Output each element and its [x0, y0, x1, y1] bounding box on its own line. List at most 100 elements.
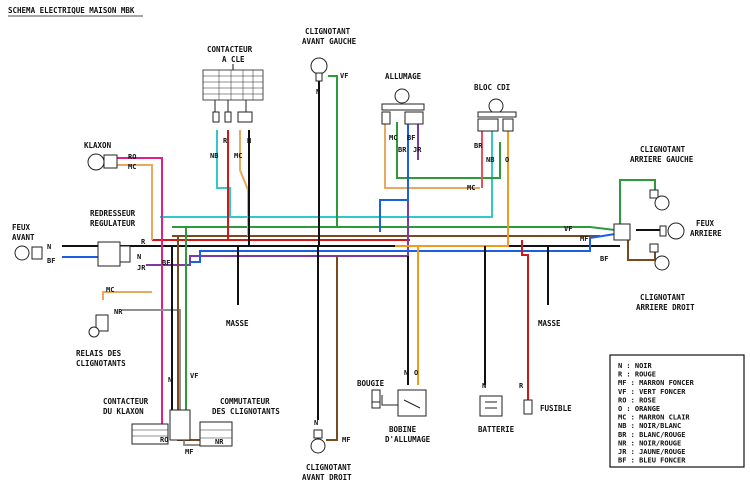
- svg-text:REDRESSEUR: REDRESSEUR: [90, 209, 136, 218]
- legend-item: JR : JAUNE/ROUGE: [618, 448, 685, 456]
- legend-item: MF : MARRON FONCER: [618, 379, 695, 387]
- feux-avant: FEUX AVANT N BF: [12, 223, 55, 265]
- svg-text:BF: BF: [47, 257, 55, 265]
- svg-text:NB: NB: [210, 152, 218, 160]
- svg-text:FEUX: FEUX: [696, 219, 715, 228]
- svg-text:BF: BF: [162, 259, 170, 267]
- wire-allumage: [379, 122, 501, 232]
- svg-text:N: N: [482, 382, 486, 390]
- wire-clignotant-avant-droit: [317, 246, 338, 441]
- wire-bus: [62, 150, 616, 266]
- svg-text:NR: NR: [215, 438, 224, 446]
- legend-item: RO : ROSE: [618, 396, 656, 404]
- svg-text:RO: RO: [128, 153, 136, 161]
- contacteur-cle: CONTACTEUR A CLE NB R MC N: [202, 45, 264, 160]
- svg-text:RO: RO: [160, 436, 168, 444]
- svg-text:DES CLIGNOTANTS: DES CLIGNOTANTS: [212, 407, 280, 416]
- svg-text:KLAXON: KLAXON: [84, 141, 112, 150]
- svg-text:JR: JR: [137, 264, 146, 272]
- masse-label-2: MASSE: [538, 319, 561, 328]
- svg-text:NB: NB: [486, 156, 494, 164]
- clignotant-arriere-droit: CLIGNOTANT ARRIERE DROIT: [636, 243, 695, 312]
- svg-text:BOBINE: BOBINE: [389, 425, 417, 434]
- svg-text:MF: MF: [185, 448, 193, 456]
- bougie: BOUGIE: [357, 379, 385, 409]
- svg-text:VF: VF: [340, 72, 348, 80]
- svg-text:D'ALLUMAGE: D'ALLUMAGE: [385, 435, 431, 444]
- wire-rear: [608, 179, 660, 261]
- svg-text:N: N: [247, 137, 251, 145]
- fusible: FUSIBLE: [523, 399, 572, 415]
- svg-text:MC: MC: [106, 286, 114, 294]
- svg-text:REGULATEUR: REGULATEUR: [90, 219, 136, 228]
- wire-relais: [102, 291, 181, 410]
- svg-text:MF: MF: [342, 436, 350, 444]
- wire-contacteur-cle: [216, 130, 250, 246]
- clignotant-avant-droit: N MF CLIGNOTANT AVANT DROIT: [302, 419, 352, 482]
- svg-text:BF: BF: [407, 134, 415, 142]
- svg-text:ARRIERE: ARRIERE: [690, 229, 722, 238]
- svg-text:BR: BR: [474, 142, 483, 150]
- svg-text:ARRIERE GAUCHE: ARRIERE GAUCHE: [630, 155, 694, 164]
- legend-item: N : NOIR: [618, 362, 653, 370]
- svg-text:CLIGNOTANT: CLIGNOTANT: [306, 463, 352, 472]
- svg-text:N: N: [168, 376, 172, 384]
- svg-text:RELAIS DES: RELAIS DES: [76, 349, 122, 358]
- svg-text:N: N: [316, 88, 320, 96]
- clignotant-avant-gauche: CLIGNOTANT AVANT GAUCHE VF N: [302, 27, 357, 96]
- svg-text:BF: BF: [600, 255, 608, 263]
- bobine-allumage: N O BOBINE D'ALLUMAGE: [385, 369, 431, 444]
- clignotant-arriere-gauche: CLIGNOTANT ARRIERE GAUCHE: [630, 145, 694, 211]
- svg-text:O: O: [414, 369, 418, 377]
- svg-text:N: N: [137, 253, 141, 261]
- svg-text:CLIGNOTANT: CLIGNOTANT: [640, 145, 686, 154]
- svg-text:MF: MF: [580, 235, 588, 243]
- legend-item: NB : NOIR/BLANC: [618, 422, 681, 430]
- bloc-cdi: BLOC CDI BR NB O: [474, 83, 517, 164]
- legend-item: NR : NOIR/ROUGE: [618, 439, 681, 447]
- svg-text:BOUGIE: BOUGIE: [357, 379, 385, 388]
- svg-text:CLIGNOTANT: CLIGNOTANT: [305, 27, 351, 36]
- svg-text:AVANT DROIT: AVANT DROIT: [302, 473, 352, 482]
- allumage: ALLUMAGE MC BF BR JR: [381, 72, 425, 154]
- svg-text:R: R: [519, 382, 524, 390]
- svg-text:CONTACTEUR: CONTACTEUR: [103, 397, 149, 406]
- legend-item: VF : VERT FONCER: [618, 388, 686, 396]
- svg-text:CLIGNOTANTS: CLIGNOTANTS: [76, 359, 126, 368]
- svg-text:MC: MC: [389, 134, 397, 142]
- svg-text:N: N: [47, 243, 51, 251]
- svg-text:AVANT GAUCHE: AVANT GAUCHE: [302, 37, 357, 46]
- svg-text:JR: JR: [413, 146, 422, 154]
- svg-text:FEUX: FEUX: [12, 223, 31, 232]
- wire-bobine-batterie: [381, 240, 529, 406]
- svg-text:BLOC CDI: BLOC CDI: [474, 83, 510, 92]
- legend-item: BF : BLEU FONCER: [618, 457, 686, 465]
- svg-text:MC: MC: [234, 152, 242, 160]
- commutateur-clignotants: COMMUTATEUR DES CLIGNOTANTS NR MF N VF: [168, 372, 280, 456]
- svg-text:COMMUTATEUR: COMMUTATEUR: [220, 397, 270, 406]
- wire-bloc-cdi: [481, 130, 509, 188]
- svg-text:ALLUMAGE: ALLUMAGE: [385, 72, 422, 81]
- svg-text:R: R: [141, 238, 146, 246]
- svg-text:MC: MC: [128, 163, 136, 171]
- svg-text:MC: MC: [467, 184, 475, 192]
- svg-text:CONTACTEUR: CONTACTEUR: [207, 45, 253, 54]
- batterie: N R BATTERIE: [478, 382, 524, 434]
- wire-masse: [237, 246, 549, 305]
- svg-text:BATTERIE: BATTERIE: [478, 425, 515, 434]
- svg-text:A CLE: A CLE: [222, 55, 245, 64]
- legend-item: BR : BLANC/ROUGE: [618, 431, 685, 439]
- diagram-title: SCHEMA ELECTRIQUE MAISON MBK: [8, 6, 135, 15]
- klaxon: KLAXON RO MC: [84, 141, 136, 171]
- redresseur-regulateur: REDRESSEUR REGULATEUR R N JR: [90, 209, 146, 272]
- svg-text:FUSIBLE: FUSIBLE: [540, 404, 572, 413]
- svg-text:VF: VF: [190, 372, 198, 380]
- svg-text:O: O: [505, 156, 509, 164]
- svg-text:VF: VF: [564, 225, 572, 233]
- svg-text:AVANT: AVANT: [12, 233, 35, 242]
- legend-item: O : ORANGE: [618, 405, 660, 413]
- wire-clignotant-avant-gauche: [318, 75, 338, 246]
